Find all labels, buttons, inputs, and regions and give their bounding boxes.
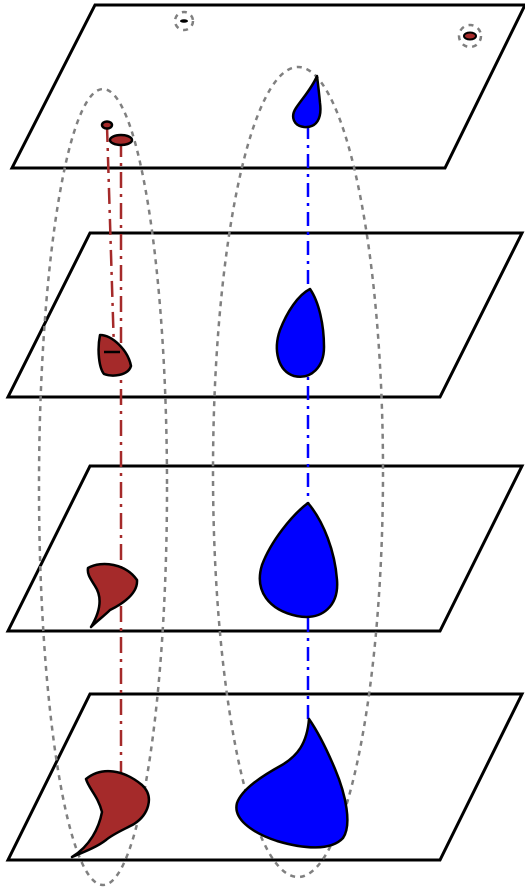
small-circle-left bbox=[173, 10, 195, 32]
red-connector-a bbox=[105, 125, 116, 351]
marker-black-top bbox=[180, 19, 188, 23]
small-circle-right bbox=[457, 23, 483, 49]
red-group-ellipse bbox=[37, 87, 169, 887]
red-shape-4 bbox=[70, 769, 151, 859]
red-shape-1b bbox=[108, 133, 134, 147]
red-track-connectors bbox=[105, 125, 123, 778]
group-ellipses bbox=[37, 10, 483, 887]
blue-group-ellipse bbox=[211, 65, 385, 879]
plane-2 bbox=[5, 231, 525, 399]
planes bbox=[5, 3, 525, 862]
red-shape-3 bbox=[86, 562, 139, 629]
marker-red-top bbox=[463, 31, 477, 41]
blue-shape-3 bbox=[258, 501, 339, 619]
blue-shape-4 bbox=[235, 717, 349, 849]
blue-shape-1 bbox=[292, 74, 322, 129]
blue-shape-2 bbox=[275, 287, 326, 378]
plane-1 bbox=[9, 3, 525, 170]
red-shape-1a bbox=[100, 120, 114, 130]
blue-shapes bbox=[235, 74, 349, 849]
plane-3 bbox=[5, 464, 525, 633]
red-shape-2 bbox=[97, 333, 133, 377]
red-shapes bbox=[70, 120, 151, 859]
